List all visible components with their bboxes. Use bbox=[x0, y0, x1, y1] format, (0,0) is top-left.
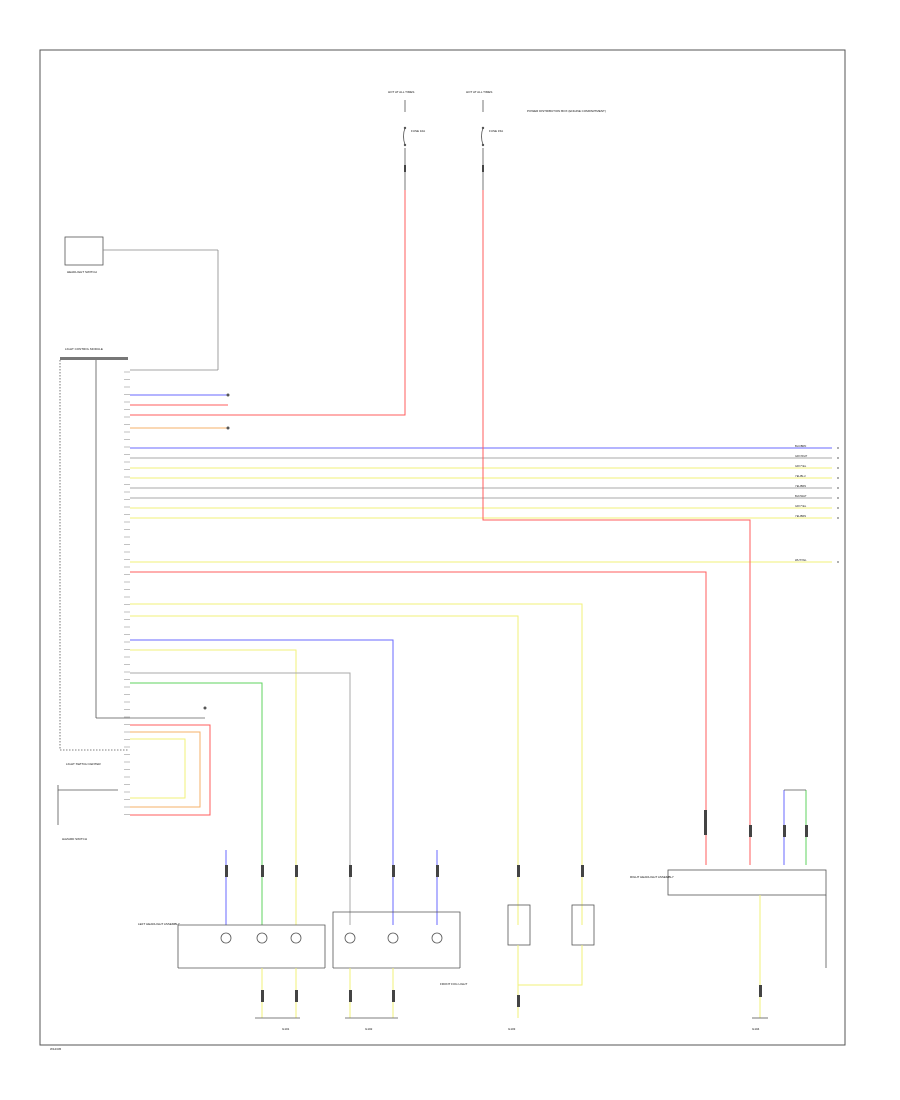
hot-label-left: HOT AT ALL TIMES bbox=[388, 90, 414, 94]
left-headlight-label: LEFT HEADLIGHT ASSEMBLY bbox=[138, 922, 180, 926]
headlight-switch-label: HEADLIGHT SWITCH bbox=[67, 270, 97, 274]
harness-wire-label: WHT/YEL bbox=[795, 558, 807, 562]
left-headlight-assembly: LEFT HEADLIGHT ASSEMBLY G101 bbox=[138, 922, 326, 1031]
fuse-right-label: FUSE 15A bbox=[489, 129, 503, 133]
side-markers: G103 bbox=[507, 904, 595, 1031]
hot-label-right: HOT AT ALL TIMES bbox=[466, 90, 492, 94]
inline-connectors bbox=[225, 810, 808, 877]
light-control-module: LIGHT CONTROL MODULE LIGHT SWITCH CENTER bbox=[59, 347, 130, 766]
fuse-feed-wires bbox=[130, 190, 751, 865]
bulb-icon bbox=[256, 932, 268, 944]
harness-wire-end bbox=[837, 477, 839, 479]
fuse-icon bbox=[481, 127, 484, 146]
bulb-icon bbox=[290, 932, 302, 944]
right-headlight-assembly: RIGHT HEADLIGHT ASSEMBLY G104 bbox=[630, 869, 827, 1031]
lamp-drop-wires bbox=[130, 571, 807, 925]
module-label: LIGHT CONTROL MODULE bbox=[65, 347, 103, 351]
bulb-icon bbox=[387, 932, 399, 944]
hazard-switch-label: HAZARD SWITCH bbox=[62, 837, 87, 841]
headlight-switch: HEADLIGHT SWITCH bbox=[64, 236, 219, 371]
harness-wire-end bbox=[837, 517, 839, 519]
harness-wire-label: YEL/BRN bbox=[795, 514, 806, 518]
harness-wire-end bbox=[837, 497, 839, 499]
ground-right1-label: G103 bbox=[508, 1027, 516, 1031]
top-block-connectors bbox=[130, 393, 230, 430]
harness-wire-end bbox=[837, 561, 839, 563]
wire-harness: BLU/BRN GRY/WHT GRY/YEL YEL/BLU YEL/BRN BLK/W… bbox=[124, 371, 839, 815]
harness-wire-label: GRY/YEL bbox=[795, 504, 807, 508]
harness-wire-label: YEL/BRN bbox=[795, 484, 806, 488]
light-switch-center-label: LIGHT SWITCH CENTER bbox=[66, 762, 101, 766]
harness-wire-end bbox=[837, 457, 839, 459]
harness-wire-end bbox=[837, 447, 839, 449]
diagram-frame bbox=[39, 49, 846, 1046]
bulb-icon bbox=[431, 932, 443, 944]
hazard-switch: HAZARD SWITCH bbox=[57, 706, 211, 841]
bulb-icon bbox=[220, 932, 232, 944]
fuse-left-label: FUSE 10A bbox=[411, 129, 425, 133]
harness-wire-end bbox=[837, 467, 839, 469]
harness-wire-label: BLU/BRN bbox=[795, 444, 806, 448]
ground-right2-label: G104 bbox=[752, 1027, 760, 1031]
harness-wire-end bbox=[837, 507, 839, 509]
left-fuse-feed: HOT AT ALL TIMES FUSE 10A bbox=[388, 90, 425, 190]
harness-wire-label: YEL/BLU bbox=[795, 474, 806, 478]
right-headlight-label: RIGHT HEADLIGHT ASSEMBLY bbox=[630, 875, 674, 879]
harness-wire-label: BLK/WHT bbox=[795, 494, 807, 498]
harness-wire-end bbox=[837, 487, 839, 489]
ground-left-label: G101 bbox=[282, 1027, 290, 1031]
ground-mid-label: G102 bbox=[365, 1027, 373, 1031]
bulb-icon bbox=[344, 932, 356, 944]
footer-code: W12345 bbox=[50, 1047, 62, 1051]
fuse-icon bbox=[403, 127, 406, 146]
front-fog-label: FRONT FOG LIGHT bbox=[440, 982, 467, 986]
right-fuse-feed: HOT AT ALL TIMES POWER DISTRIBUTION BOX … bbox=[466, 90, 606, 190]
front-fog-assembly: FRONT FOG LIGHT G102 bbox=[332, 911, 467, 1031]
harness-wire-label: GRY/YEL bbox=[795, 464, 807, 468]
power-dist-box-label: POWER DISTRIBUTION BOX (ENGINE COMPARTME… bbox=[527, 109, 606, 113]
harness-wire-label: GRY/WHT bbox=[795, 454, 808, 458]
